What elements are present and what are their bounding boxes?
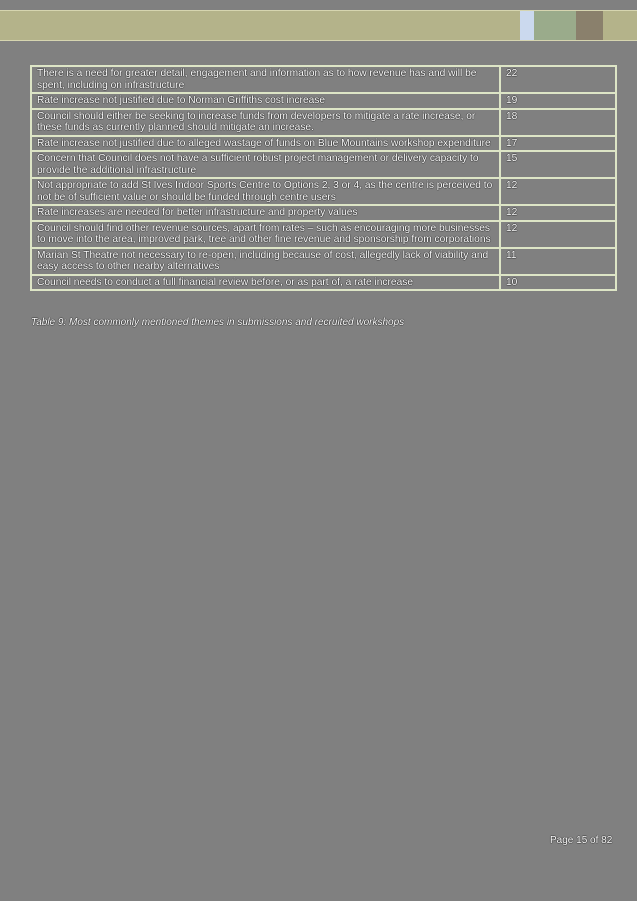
header-accent-blue bbox=[520, 11, 534, 40]
count-cell: 12 bbox=[499, 219, 617, 249]
theme-cell: Marian St Theatre not necessary to re-op… bbox=[30, 246, 501, 276]
theme-cell: Concern that Council does not have a suf… bbox=[30, 150, 501, 179]
count-cell: 10 bbox=[499, 273, 617, 291]
table-row: Not appropriate to add St Ives Indoor Sp… bbox=[30, 177, 617, 206]
theme-cell: Council needs to conduct a full financia… bbox=[30, 273, 501, 291]
theme-cell: There is a need for greater detail, enga… bbox=[30, 65, 501, 94]
count-cell: 15 bbox=[499, 150, 617, 179]
theme-cell: Council should either be seeking to incr… bbox=[30, 107, 501, 137]
table-row: Council should either be seeking to incr… bbox=[30, 107, 617, 137]
count-cell: 12 bbox=[499, 177, 617, 206]
header-accent-brown bbox=[576, 11, 603, 40]
count-cell: 12 bbox=[499, 204, 617, 222]
theme-cell: Rate increase not justified due to Norma… bbox=[30, 92, 501, 110]
header-band bbox=[0, 10, 637, 41]
theme-cell: Rate increases are needed for better inf… bbox=[30, 204, 501, 222]
table-row: Concern that Council does not have a suf… bbox=[30, 150, 617, 179]
theme-cell: Council should find other revenue source… bbox=[30, 219, 501, 249]
header-accent-green bbox=[534, 11, 576, 40]
count-cell: 22 bbox=[499, 65, 617, 94]
table-row: There is a need for greater detail, enga… bbox=[30, 65, 617, 94]
table-row: Rate increases are needed for better inf… bbox=[30, 204, 617, 222]
page-number: Page 15 of 82 bbox=[550, 835, 613, 846]
count-cell: 18 bbox=[499, 107, 617, 137]
count-cell: 17 bbox=[499, 134, 617, 152]
table-row: Rate increase not justified due to alleg… bbox=[30, 134, 617, 152]
table-row: Council should find other revenue source… bbox=[30, 219, 617, 249]
themes-table: There is a need for greater detail, enga… bbox=[30, 65, 617, 291]
theme-cell: Not appropriate to add St Ives Indoor Sp… bbox=[30, 177, 501, 206]
count-cell: 11 bbox=[499, 246, 617, 276]
table-row: Rate increase not justified due to Norma… bbox=[30, 92, 617, 110]
table-row: Council needs to conduct a full financia… bbox=[30, 273, 617, 291]
table-row: Marian St Theatre not necessary to re-op… bbox=[30, 246, 617, 276]
count-cell: 19 bbox=[499, 92, 617, 110]
theme-cell: Rate increase not justified due to alleg… bbox=[30, 134, 501, 152]
table-caption: Table 9: Most commonly mentioned themes … bbox=[31, 317, 405, 328]
